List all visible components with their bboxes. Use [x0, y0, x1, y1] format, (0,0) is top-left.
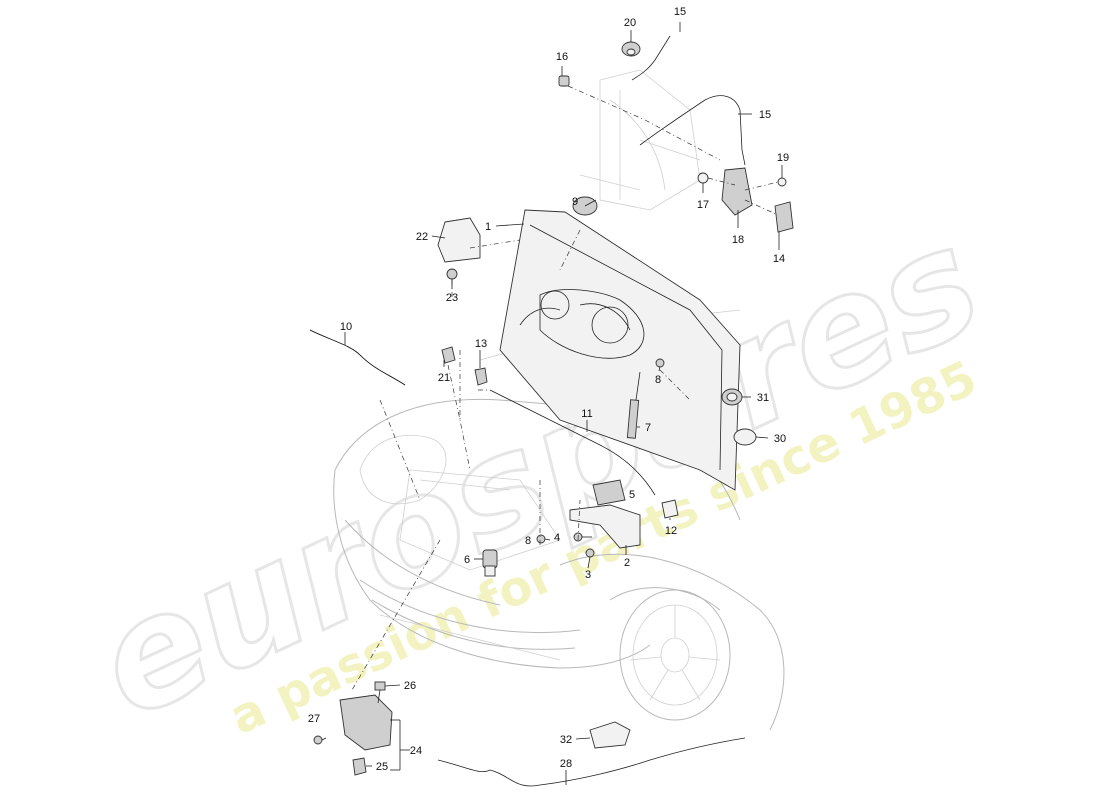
screw-part-17: [697, 172, 709, 184]
cap-part-30: [733, 428, 757, 446]
callout-9: 9: [572, 196, 578, 208]
gas-strut-part-7: [626, 371, 641, 439]
callout-23: 23: [446, 292, 458, 304]
callout-labels: 1 2 3 4 5 6 7 8 8 9 10 11 12 13 14 15 15…: [308, 6, 789, 773]
screw-part-27: [313, 735, 323, 745]
screw-part-19: [777, 177, 787, 187]
callout-14: 14: [773, 253, 785, 265]
dash-lines: [351, 85, 779, 691]
callout-15-top: 15: [674, 6, 686, 18]
nut-part-23: [446, 268, 458, 280]
callout-5: 5: [629, 489, 635, 501]
callout-31: 31: [757, 392, 769, 404]
callout-8-upper: 8: [655, 374, 661, 386]
callout-22: 22: [416, 231, 428, 243]
callout-10: 10: [340, 321, 352, 333]
bumpstop-part-21: [441, 346, 456, 364]
callout-6: 6: [464, 554, 470, 566]
callout-13: 13: [475, 338, 487, 350]
callout-21: 21: [438, 372, 450, 384]
release-lever-part-18: [721, 167, 753, 216]
callout-3: 3: [585, 569, 591, 581]
clip-part-13: [474, 367, 488, 386]
hinge-part-2: [569, 504, 641, 549]
cable-part-28: [437, 737, 746, 787]
callout-1: 1: [485, 221, 491, 233]
clip-part-16: [558, 75, 570, 87]
lock-part-24: [339, 694, 393, 751]
callout-8-lower: 8: [525, 535, 531, 547]
callout-18: 18: [732, 234, 744, 246]
callout-27: 27: [308, 713, 320, 725]
leader-lines: [321, 22, 783, 785]
callout-11: 11: [581, 408, 592, 420]
callout-16: 16: [556, 51, 568, 63]
callout-19: 19: [777, 152, 789, 164]
callout-25: 25: [376, 761, 388, 773]
ball-stud-part-8-lower: [536, 534, 546, 544]
callout-30: 30: [774, 433, 786, 445]
callout-7: 7: [645, 422, 651, 434]
callout-28: 28: [560, 758, 572, 770]
callout-32: 32: [560, 734, 572, 746]
buffer-part-6: [482, 549, 498, 577]
bracket-part-22: [437, 217, 481, 263]
callout-20: 20: [624, 17, 636, 29]
handle-part-14: [774, 201, 794, 233]
callout-12: 12: [665, 525, 677, 537]
callout-2: 2: [624, 557, 630, 569]
ball-stud-part-8-upper: [655, 358, 665, 368]
clip-part-25: [352, 757, 367, 776]
bracket-part-12: [661, 499, 679, 519]
callout-15: 15: [759, 109, 771, 121]
seal-part-11: [489, 389, 656, 496]
seal-part-10-outline: [309, 329, 406, 386]
bonnet-part: [499, 209, 741, 491]
screw-part-3: [585, 548, 595, 558]
callout-24: 24: [410, 745, 422, 757]
grommet-part-31: [721, 388, 743, 406]
callout-4: 4: [554, 532, 560, 544]
bracket-part-32: [589, 721, 631, 749]
cable-part-15: [639, 95, 746, 166]
cable-part-15-top: [631, 35, 671, 81]
callout-26: 26: [404, 680, 416, 692]
hinge-part-5: [592, 479, 626, 506]
grommet-part-20: [621, 41, 641, 57]
callout-17: 17: [697, 199, 709, 211]
